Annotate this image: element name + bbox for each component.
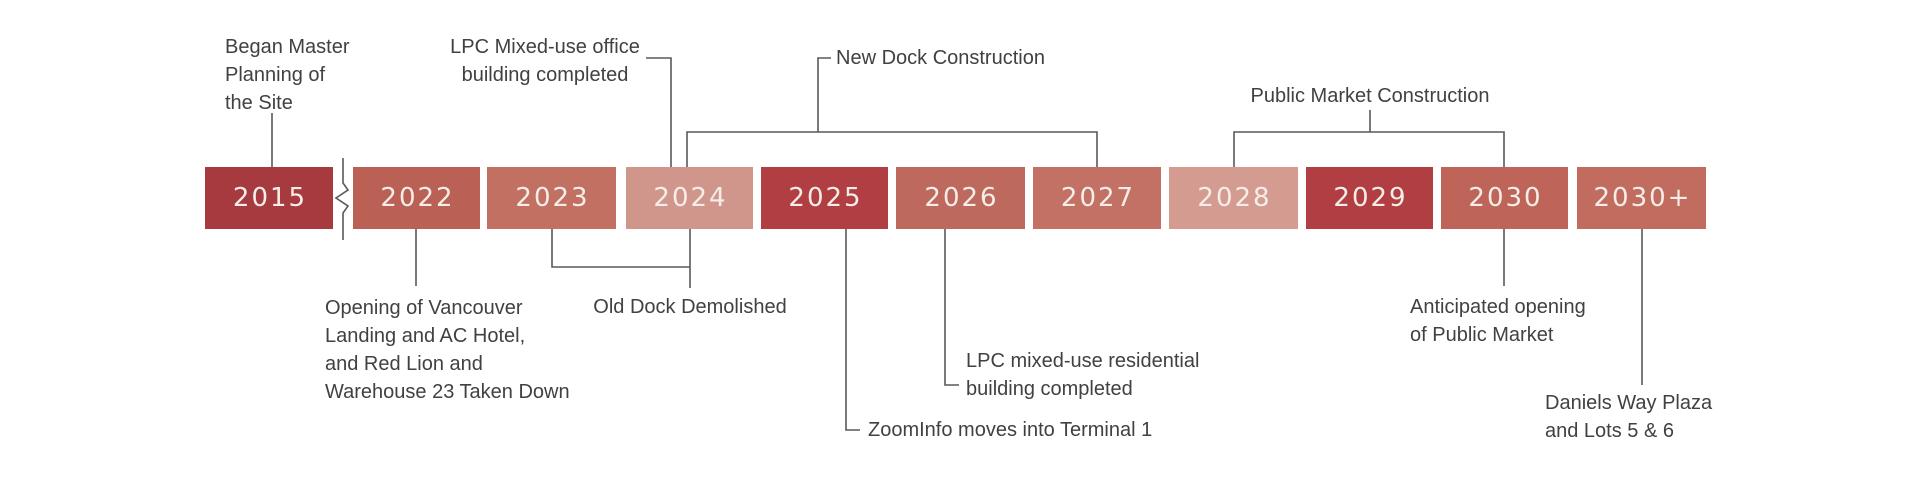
annotation-lpc-residential: LPC mixed-use residential building compl… (966, 350, 1200, 400)
year-block-2015: 2015 (205, 167, 333, 229)
year-block-2023: 2023 (487, 167, 616, 229)
year-block-2024: 2024 (626, 167, 753, 229)
year-label: 2030+ (1593, 183, 1692, 213)
year-label: 2026 (924, 183, 999, 213)
year-label: 2027 (1060, 183, 1136, 213)
annotation-new-dock-construction: New Dock Construction (836, 47, 1045, 69)
annotation-daniels-way-plaza: Daniels Way Plaza and Lots 5 & 6 (1545, 392, 1713, 442)
year-block-2029: 2029 (1306, 167, 1433, 229)
year-block-2027: 2027 (1033, 167, 1161, 229)
bracket-new-dock (686, 131, 1098, 167)
annotation-anticipated-opening: Anticipated opening of Public Market (1410, 296, 1586, 346)
annotation-began-master-planning: Began Master Planning of the Site (225, 36, 350, 114)
year-block-2025: 2025 (761, 167, 888, 229)
annotation-zoominfo-terminal1: ZoomInfo moves into Terminal 1 (868, 419, 1153, 441)
year-label: 2029 (1333, 183, 1408, 213)
timeline-break-mark (334, 158, 350, 240)
annotation-opening-vancouver-landing: Opening of Vancouver Landing and AC Hote… (325, 297, 570, 403)
year-label: 2023 (515, 183, 590, 213)
year-label: 2024 (653, 183, 728, 213)
year-block-2026: 2026 (896, 167, 1025, 229)
year-label: 2025 (788, 183, 863, 213)
annotation-old-dock-demolished: Old Dock Demolished (593, 296, 787, 318)
connector-lpc-residential (944, 229, 959, 386)
connector-zoominfo (845, 229, 860, 431)
year-label: 2022 (380, 183, 455, 213)
year-block-2028: 2028 (1169, 167, 1298, 229)
year-label: 2030 (1468, 183, 1543, 213)
connector-new-dock-tick (817, 57, 831, 132)
year-block-2030: 2030 (1441, 167, 1568, 229)
year-label: 2028 (1197, 183, 1272, 213)
connector-old-dock-branch (551, 229, 690, 268)
connector-lpc-office (646, 57, 672, 167)
year-block-2022: 2022 (353, 167, 480, 229)
year-block-2030+: 2030+ (1577, 167, 1706, 229)
annotation-public-market-construction: Public Market Construction (1250, 85, 1490, 107)
bracket-public-market (1233, 131, 1505, 167)
year-label: 2015 (232, 183, 308, 213)
annotation-lpc-office: LPC Mixed-use office building completed (450, 36, 640, 86)
